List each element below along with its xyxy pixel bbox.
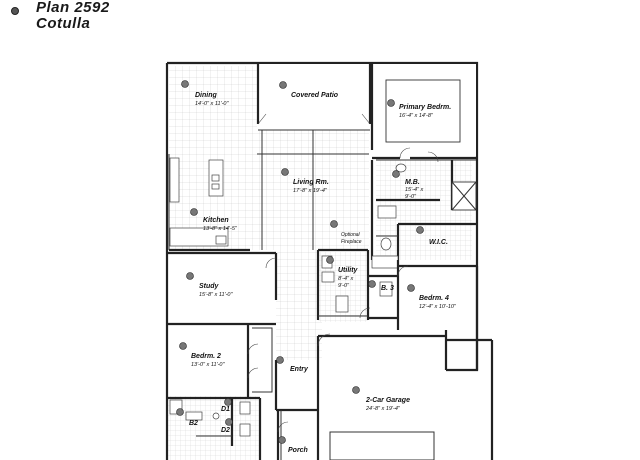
bedroom-4-walls	[396, 264, 477, 340]
garage-label: 2-Car Garage	[365, 397, 410, 404]
study-walls	[167, 251, 278, 326]
dining-dims: 14'-0" x 11'-0"	[195, 101, 229, 107]
garage-dims: 24'-8" x 19'-4"	[365, 406, 401, 412]
master-bath-dims-line1: 15'-4" x	[405, 187, 424, 193]
dining-label: Dining	[195, 92, 217, 99]
optional-fireplace-line1: Optional	[341, 232, 361, 238]
covered-patio-area	[256, 64, 372, 131]
utility-label: Utility	[338, 267, 359, 274]
bath-3-label: B. 3	[381, 285, 394, 292]
kitchen-fixtures	[168, 154, 250, 252]
bedroom-2-walls	[167, 324, 273, 400]
covered-patio-label: Covered Patio	[291, 92, 339, 99]
study-label: Study	[199, 283, 220, 290]
master-bath-walls	[370, 151, 477, 269]
bedroom-2-dims: 13'-0" x 11'-0"	[191, 362, 225, 368]
porch-label: Porch	[288, 447, 308, 454]
plan-title-block: Plan 2592 Cotulla	[8, 0, 110, 32]
kitchen-label: Kitchen	[203, 217, 229, 224]
plan-subtitle: Cotulla	[36, 15, 91, 32]
study-dims: 15'-8" x 11'-0"	[199, 292, 233, 298]
kitchen-dims: 13'-8" x 14'-5"	[203, 226, 238, 232]
exterior-walls	[165, 61, 494, 460]
d1-label: D1	[221, 406, 230, 413]
living-room-label: Living Rm.	[293, 179, 329, 186]
plan-title: Plan 2592	[36, 0, 110, 16]
living-room-dims: 17'-8" x 19'-4"	[293, 188, 328, 194]
entry-porch-walls	[274, 360, 320, 460]
bedroom-4-dims: 12'-4" x 10'-10"	[419, 304, 457, 310]
title-marker-icon	[11, 7, 19, 15]
master-bath-label: M.B.	[405, 179, 420, 186]
d2-label: D2	[221, 427, 230, 434]
interior-divider-lines	[257, 130, 369, 250]
wic-label: W.I.C.	[429, 239, 448, 246]
garage-walls	[316, 333, 446, 460]
optional-fireplace-line2: Fireplace	[341, 239, 362, 245]
room-labels: Dining 14'-0" x 11'-0" Covered Patio Pri…	[189, 92, 457, 454]
master-bath-dims-line2: 9'-0"	[405, 194, 417, 200]
primary-bedroom-dims: 16'-4" x 14'-8"	[399, 113, 434, 119]
primary-bedroom-label: Primary Bedrm.	[399, 104, 451, 111]
bedroom-4-label: Bedrm. 4	[419, 295, 449, 302]
bedroom-2-label: Bedrm. 2	[191, 353, 221, 360]
primary-bedroom-walls	[370, 63, 477, 160]
utility-dims-line1: 8'-4" x	[338, 276, 353, 282]
utility-dims-line2: 9'-0"	[338, 283, 350, 289]
entry-label: Entry	[290, 366, 309, 373]
room-markers	[176, 80, 424, 444]
b2-label: B2	[189, 420, 198, 427]
